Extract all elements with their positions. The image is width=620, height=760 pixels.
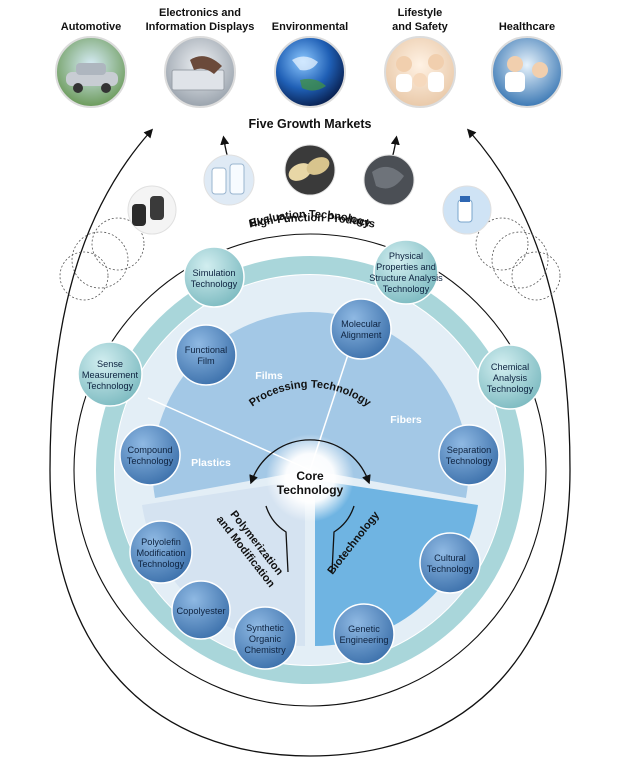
bubble-polyolefin-modification: Polyolefin Modification Technology xyxy=(129,520,193,584)
bubble-line: Organic xyxy=(249,634,282,644)
market-label-line: Lifestyle xyxy=(398,7,443,19)
processing-arrow xyxy=(249,439,371,485)
earth-photo-icon xyxy=(274,36,346,108)
bubble-line: Sense xyxy=(97,359,123,369)
core-label-line: Core xyxy=(296,469,324,483)
market-healthcare: Healthcare xyxy=(491,21,563,108)
bubble-line: Genetic xyxy=(348,624,380,634)
bubble-line: Technology xyxy=(87,381,134,391)
bubble-line: Engineering xyxy=(339,635,388,645)
biotechnology-arrow xyxy=(331,505,355,573)
five-growth-markets-heading: Five Growth Markets xyxy=(249,117,372,131)
technology-bubbles: Simulation Technology Physical Propertie… xyxy=(77,239,543,670)
market-label-line: Electronics and xyxy=(159,7,241,19)
market-environmental: Environmental xyxy=(272,21,348,108)
bubble-molecular-alignment: Molecular Alignment xyxy=(330,298,392,360)
bubble-line: Copolyester xyxy=(176,606,225,616)
bubble-copolyester: Copolyester xyxy=(171,580,231,640)
bubble-line: Physical xyxy=(389,251,423,261)
film-rolls-photo-icon xyxy=(203,154,255,206)
bubble-synthetic-organic-chemistry: Synthetic Organic Chemistry xyxy=(233,606,297,670)
laptop-typing-photo-icon xyxy=(164,36,236,108)
bubble-line: Molecular xyxy=(341,319,381,329)
decorative-swirls xyxy=(59,217,561,301)
medical-vial-photo-icon xyxy=(442,185,492,235)
bubble-line: Technology xyxy=(487,384,534,394)
bubble-line: Functional xyxy=(185,345,227,355)
bubble-line: Compound xyxy=(128,445,173,455)
bubble-compound-technology: Compound Technology xyxy=(119,424,181,486)
bubble-line: Synthetic xyxy=(246,623,284,633)
bubble-genetic-engineering: Genetic Engineering xyxy=(333,603,395,665)
dark-fibers-photo-icon xyxy=(363,154,415,206)
right-outer-arrow xyxy=(309,128,571,757)
bubble-line: Technology xyxy=(138,559,185,569)
bubble-chemical-analysis: Chemical Analysis Technology xyxy=(477,344,543,410)
bubble-sense-measurement: Sense Measurement Technology xyxy=(77,341,143,407)
bubble-line: Chemical xyxy=(491,362,529,372)
bubble-cultural-technology: Cultural Technology xyxy=(419,532,481,594)
bubble-line: Cultural xyxy=(434,553,466,563)
bubble-line: Structure Analysis xyxy=(369,273,443,283)
market-label-line: and Safety xyxy=(392,21,449,33)
bubble-line: Technology xyxy=(127,456,174,466)
bubble-line: Technology xyxy=(383,284,430,294)
bubble-line: Simulation xyxy=(193,268,236,278)
bubble-line: Technology xyxy=(427,564,474,574)
bubble-separation-technology: Separation Technology xyxy=(438,424,500,486)
rubber-parts-photo-icon xyxy=(127,185,177,235)
bubble-line: Alignment xyxy=(341,330,382,340)
bubble-line: Measurement xyxy=(82,370,139,380)
doctor-patient-photo-icon xyxy=(491,36,563,108)
market-lifestyle: Lifestyle and Safety xyxy=(384,7,456,108)
fibers-label: Fibers xyxy=(390,414,422,426)
high-function-products xyxy=(127,144,492,235)
bubble-line: Polyolefin xyxy=(141,537,181,547)
car-photo-icon xyxy=(55,36,127,108)
market-automotive: Automotive xyxy=(55,21,127,108)
bubble-physical-properties: Physical Properties and Structure Analys… xyxy=(369,239,443,305)
left-outer-arrow xyxy=(49,128,311,757)
bubble-line: Properties and xyxy=(376,262,436,272)
bubble-functional-film: Functional Film xyxy=(175,324,237,386)
polymerization-arrow xyxy=(265,505,289,573)
bubble-line: Separation xyxy=(447,445,491,455)
plastics-label: Plastics xyxy=(191,457,231,469)
market-electronics: Electronics and Information Displays xyxy=(146,7,255,108)
bubble-simulation-technology: Simulation Technology xyxy=(183,246,245,308)
films-label: Films xyxy=(255,370,283,382)
evaluation-ring xyxy=(96,256,524,684)
bubble-line: Analysis xyxy=(493,373,528,383)
market-label-line: Automotive xyxy=(61,21,122,33)
market-label-line: Environmental xyxy=(272,21,348,33)
bubble-line: Technology xyxy=(191,279,238,289)
fiber-rolls-photo-icon xyxy=(284,144,336,196)
growth-markets: Automotive Electronics and Information D… xyxy=(55,7,563,108)
bubble-line: Technology xyxy=(446,456,493,466)
market-label-line: Information Displays xyxy=(146,21,255,33)
bubble-line: Film xyxy=(197,356,215,366)
core-label-line: Technology xyxy=(277,483,344,497)
bubble-line: Modification xyxy=(136,548,185,558)
market-label-line: Healthcare xyxy=(499,21,555,33)
bubble-line: Chemistry xyxy=(244,645,286,655)
outer-circle xyxy=(73,233,547,707)
family-photo-icon xyxy=(384,36,456,108)
polymerization-sector xyxy=(142,480,305,646)
